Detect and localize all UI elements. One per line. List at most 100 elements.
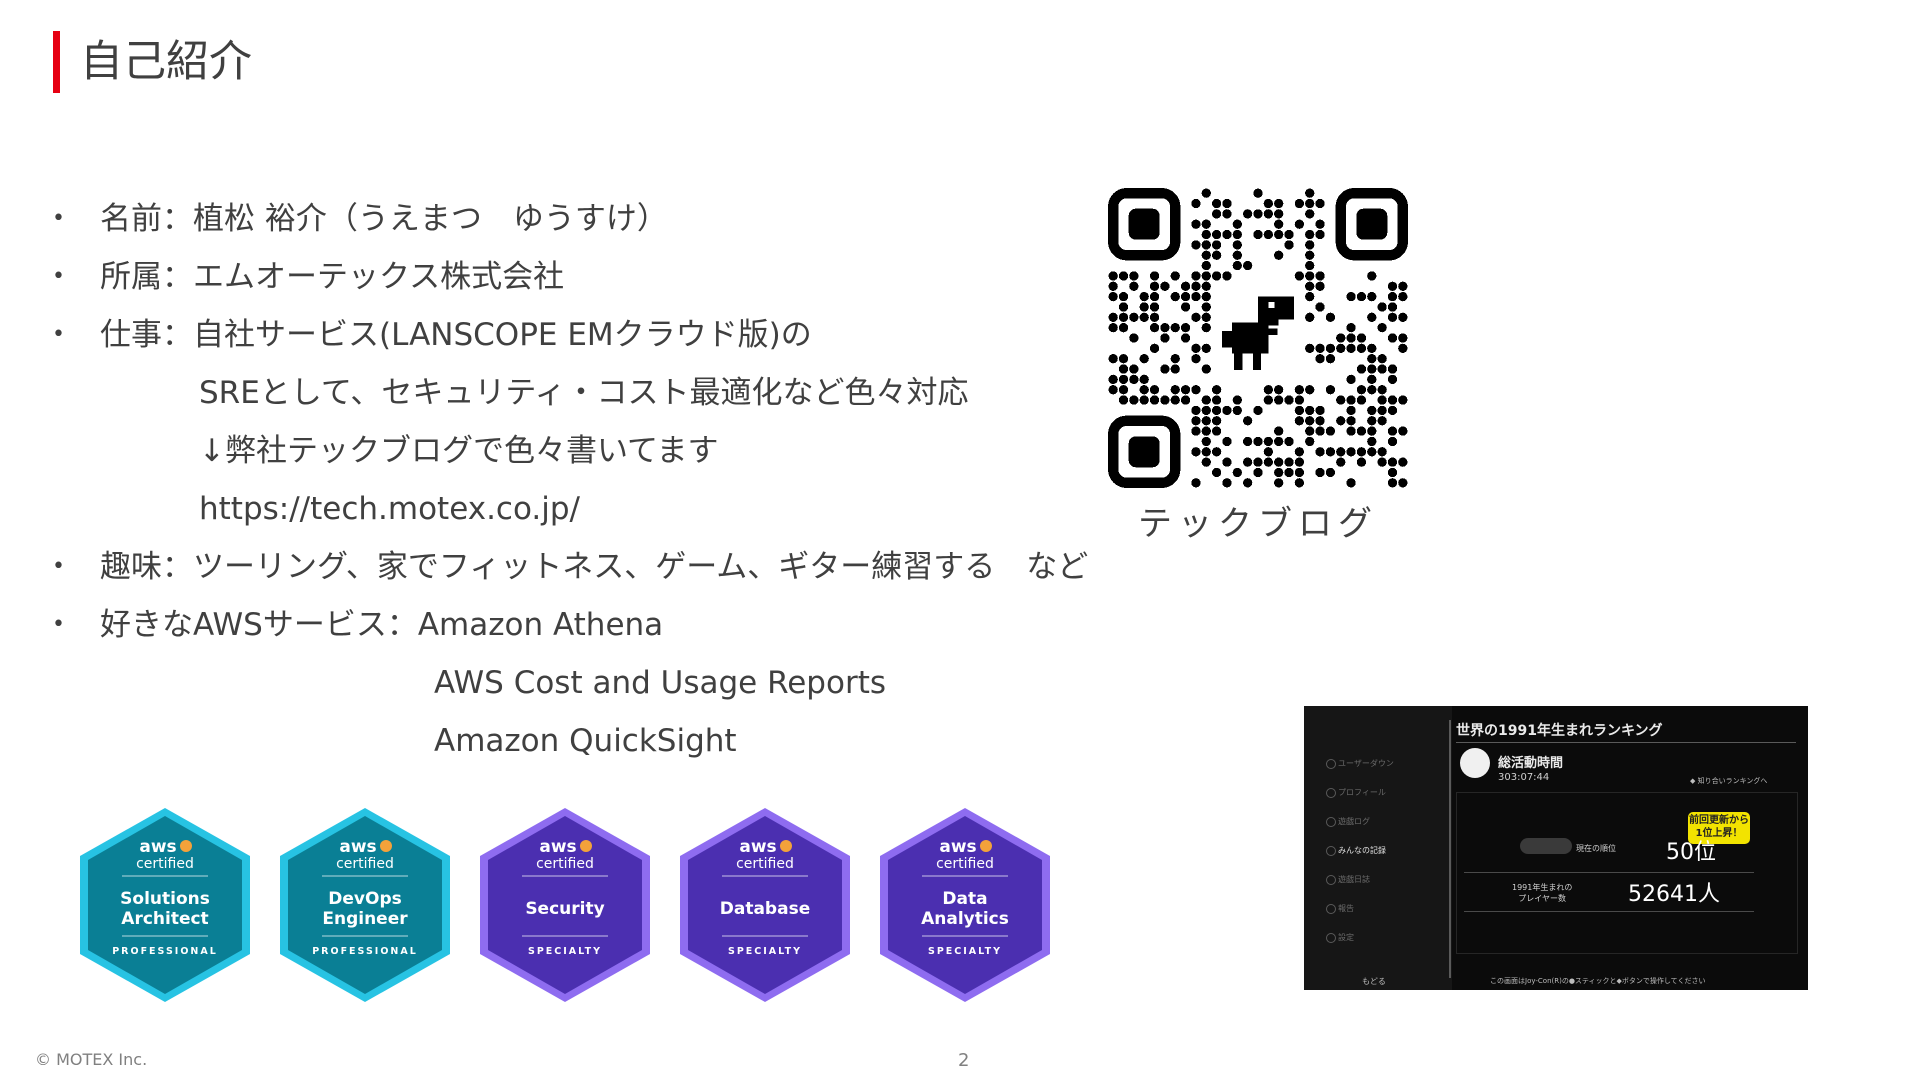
qr-module	[1232, 395, 1242, 405]
game-rank-label: 現在の順位	[1576, 844, 1616, 853]
qr-module	[1315, 447, 1325, 457]
qr-module	[1398, 281, 1408, 291]
game-sidebar-icon	[1326, 759, 1336, 769]
qr-module	[1191, 281, 1201, 291]
qr-module	[1108, 281, 1118, 291]
qr-module	[1336, 395, 1346, 405]
qr-module	[1284, 395, 1294, 405]
game-sidebar: ユーザーダウンプロフィール遊戯ログみんなの記録遊戯日誌報告設定	[1304, 706, 1452, 990]
game-ranking-box	[1456, 792, 1798, 954]
qr-module	[1346, 291, 1356, 302]
qr-module	[1129, 333, 1139, 343]
bullet-name: •名前：植松 裕介（うえまつ ゆうすけ）	[52, 190, 1152, 248]
qr-module	[1367, 354, 1377, 364]
qr-module	[1201, 312, 1211, 322]
qr-module	[1387, 364, 1398, 374]
qr-module	[1398, 333, 1408, 343]
qr-module	[1367, 447, 1377, 457]
bullet-continuation: Amazon QuickSight	[434, 723, 737, 759]
tech-blog-link[interactable]: https://tech.motex.co.jp/	[199, 491, 580, 527]
qr-finder-patterns	[1108, 188, 1408, 488]
qr-caption: テックブログ	[1138, 504, 1378, 544]
qr-module	[1367, 291, 1377, 302]
qr-module	[1191, 405, 1201, 416]
qr-module	[1325, 447, 1336, 457]
qr-module	[1211, 467, 1222, 478]
qr-module	[1274, 219, 1284, 229]
qr-module	[1201, 405, 1211, 416]
qr-module	[1191, 343, 1201, 353]
qr-module	[1180, 333, 1191, 343]
qr-module	[1315, 467, 1325, 478]
game-blurred-name	[1520, 838, 1572, 854]
qr-module	[1398, 426, 1408, 436]
qr-module	[1118, 374, 1129, 385]
qr-module	[1387, 405, 1398, 416]
qr-module	[1170, 323, 1180, 333]
bullet-hobby: •趣味：ツーリング、家でフィットネス、ゲーム、ギター練習する など	[52, 538, 1152, 596]
qr-module	[1346, 447, 1356, 457]
qr-module	[1336, 416, 1346, 426]
qr-module	[1149, 343, 1160, 353]
game-stat-value: 303:07:44	[1498, 772, 1550, 783]
game-sidebar-item: プロフィール	[1326, 787, 1386, 798]
qr-module	[1191, 447, 1201, 457]
qr-code-icon[interactable]	[1108, 188, 1408, 488]
qr-module	[1180, 395, 1191, 405]
qr-module	[1294, 219, 1305, 229]
game-sidebar-label: みんなの記録	[1338, 846, 1386, 855]
badge-title-1: Security	[525, 899, 604, 919]
badge-title-1: DevOps	[328, 889, 401, 909]
qr-module	[1243, 260, 1253, 271]
qr-module	[1274, 395, 1284, 405]
qr-module	[1243, 457, 1253, 467]
qr-module	[1160, 364, 1170, 374]
qr-module	[1325, 343, 1336, 353]
qr-module	[1294, 405, 1305, 416]
qr-module	[1315, 343, 1325, 353]
qr-module	[1325, 426, 1336, 436]
qr-module	[1398, 395, 1408, 405]
qr-module	[1284, 467, 1294, 478]
qr-module	[1129, 364, 1139, 374]
qr-module	[1191, 312, 1201, 322]
qr-module	[1139, 385, 1149, 395]
game-sidebar-icon	[1326, 875, 1336, 885]
badge-title-1: Data	[942, 889, 987, 909]
qr-module	[1336, 333, 1346, 343]
qr-module	[1263, 457, 1273, 467]
qr-module	[1315, 416, 1325, 426]
qr-module	[1118, 385, 1129, 395]
qr-module	[1398, 457, 1408, 467]
qr-module	[1305, 198, 1315, 209]
qr-module	[1253, 405, 1263, 416]
badge-level: SPECIALTY	[528, 946, 602, 957]
game-back-label: もどる	[1362, 977, 1386, 986]
qr-module	[1191, 426, 1201, 436]
qr-module	[1367, 426, 1377, 436]
qr-module	[1129, 374, 1139, 385]
page-number: 2	[958, 1050, 970, 1071]
qr-module	[1253, 209, 1263, 219]
game-ranking-link: ◆ 知り合いランキングへ	[1690, 777, 1768, 785]
qr-module	[1232, 467, 1242, 478]
qr-module	[1367, 364, 1377, 374]
qr-module	[1211, 250, 1222, 260]
qr-module	[1325, 312, 1336, 322]
badge-title-2: Architect	[121, 909, 208, 929]
qr-module	[1367, 343, 1377, 353]
qr-module	[1346, 323, 1356, 333]
qr-module	[1211, 416, 1222, 426]
aws-check-icon	[780, 840, 792, 852]
qr-module	[1346, 374, 1356, 385]
qr-module	[1253, 467, 1263, 478]
qr-module	[1377, 457, 1387, 467]
qr-module	[1356, 426, 1367, 436]
badge-level: PROFESSIONAL	[112, 946, 218, 957]
qr-module	[1149, 302, 1160, 312]
game-players-label: 1991年生まれの プレイヤー数	[1512, 883, 1573, 903]
qr-module	[1201, 343, 1211, 353]
badge-level: SPECIALTY	[728, 946, 802, 957]
qr-module	[1243, 416, 1253, 426]
